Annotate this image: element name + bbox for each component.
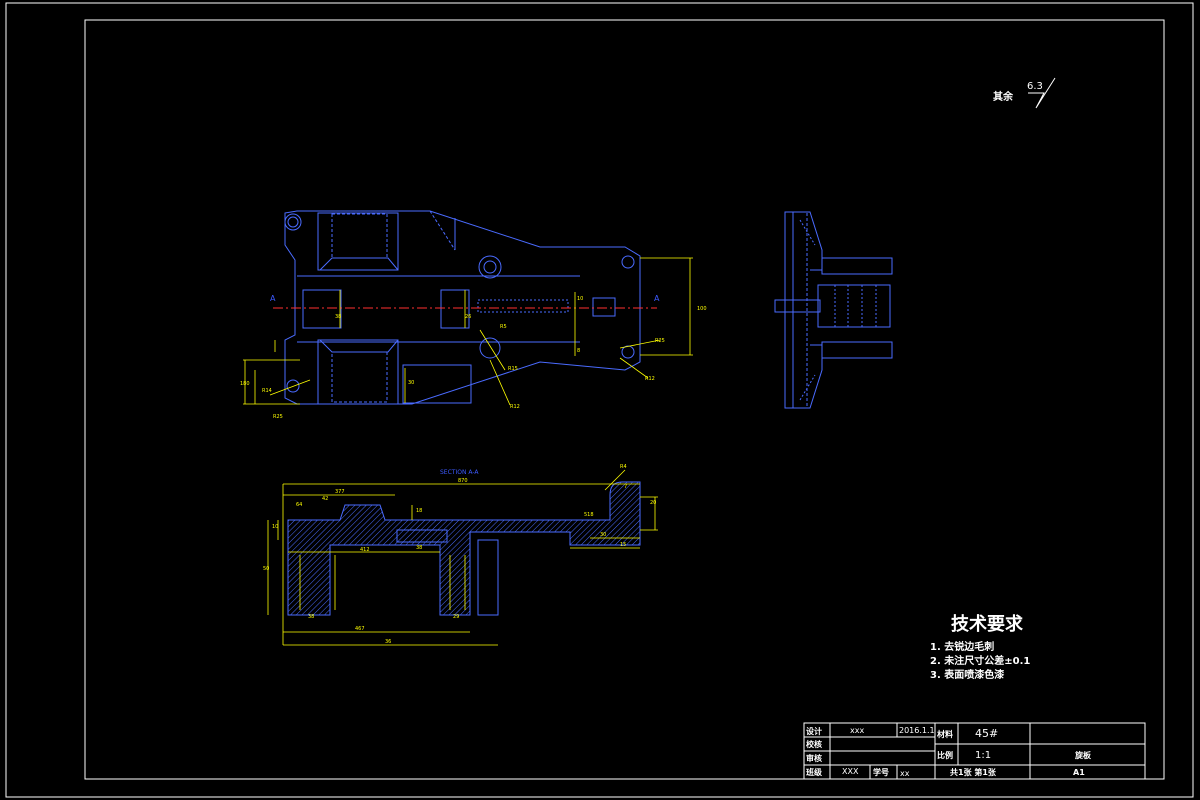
scale-label: 比例 [937, 750, 953, 760]
section-mark-left: A [270, 294, 276, 303]
dim-label: 412 [360, 547, 370, 553]
roughness-label: 其余 [993, 90, 1014, 103]
dim-label: 518 [584, 512, 594, 518]
section-outline [287, 481, 641, 616]
dim-label: 38 [416, 545, 422, 551]
tech-req-item: 2. 未注尺寸公差±0.1 [930, 654, 1030, 667]
dim-label: 38 [308, 614, 314, 620]
dim-label: R25 [655, 338, 665, 344]
section-title: SECTION A-A [440, 469, 479, 476]
design-label: 设计 [806, 726, 822, 736]
tech-requirements: 技术要求 1. 去锐边毛刺 2. 未注尺寸公差±0.1 3. 表面喷漆色漆 [930, 613, 1030, 681]
design-date: 2016.1.1 [899, 726, 935, 735]
design-name: xxx [850, 726, 864, 735]
check-label: 校核 [806, 739, 822, 749]
dim-label: 29 [453, 614, 459, 620]
inner-border [84, 19, 1165, 780]
dim-label: R15 [508, 366, 518, 372]
dim-label: 30 [408, 380, 414, 386]
tech-req-title: 技术要求 [951, 613, 1024, 635]
dim-label: 10 [272, 524, 278, 530]
dim-label: 870 [458, 478, 468, 484]
part-name: 旋板 [1074, 750, 1092, 760]
student-id-value: xx [900, 769, 910, 778]
sheets: 共1张 第1张 [950, 767, 997, 777]
title-block-text: 设计 xxx 2016.1.1 校核 审核 班级 XXX 学号 xx 材料 45… [806, 726, 1092, 778]
dim-label: 64 [296, 502, 302, 508]
tech-req-item: 3. 表面喷漆色漆 [930, 668, 1004, 681]
dim-label: R12 [510, 404, 520, 410]
top-view-dimensions [243, 257, 693, 406]
dim-label: R14 [262, 388, 272, 394]
tech-req-item: 1. 去锐边毛刺 [930, 640, 994, 653]
dim-label: 8 [577, 348, 580, 354]
top-view-dimension-labels: 100 180 R14 R25 R5 R15 R12 R25 R12 38 26… [240, 296, 707, 420]
side-view [774, 211, 893, 409]
section-dimension-labels: 870 377 64 42 18 10 50 412 467 36 38 29 … [263, 464, 656, 645]
dim-label: 467 [355, 626, 365, 632]
sheet-size: A1 [1073, 768, 1085, 777]
section-mark-right: A [654, 294, 660, 303]
class-value: XXX [842, 767, 859, 776]
dim-label: 7 [624, 484, 627, 490]
dim-label: 26 [465, 314, 471, 320]
material-value: 45# [975, 727, 998, 740]
roughness-symbol: 其余 6.3 [993, 77, 1056, 109]
dim-label: R25 [273, 414, 283, 420]
dim-label: 20 [650, 500, 656, 506]
dim-label: R5 [500, 324, 507, 330]
dim-label: 30 [600, 532, 606, 538]
dim-label: R12 [645, 376, 655, 382]
dim-label: 42 [322, 496, 328, 502]
scale-value: 1:1 [975, 750, 991, 761]
dim-label: 100 [697, 306, 707, 312]
section-dimensions [267, 469, 658, 646]
dim-label: R4 [620, 464, 627, 470]
dim-label: 50 [263, 566, 269, 572]
material-label: 材料 [937, 729, 953, 739]
top-view-outline [284, 210, 641, 405]
dim-label: 15 [620, 542, 626, 548]
student-id-label: 学号 [873, 767, 889, 777]
dim-label: 180 [240, 381, 250, 387]
title-block [803, 722, 1146, 780]
dim-label: 377 [335, 489, 345, 495]
dim-label: 36 [385, 639, 391, 645]
roughness-value: 6.3 [1027, 81, 1043, 92]
review-label: 审核 [806, 753, 822, 763]
outer-border [5, 2, 1194, 798]
dim-label: 10 [577, 296, 583, 302]
section-view [287, 481, 641, 616]
dim-label: 18 [416, 508, 422, 514]
class-label: 班级 [806, 767, 823, 777]
dim-label: 38 [335, 314, 341, 320]
